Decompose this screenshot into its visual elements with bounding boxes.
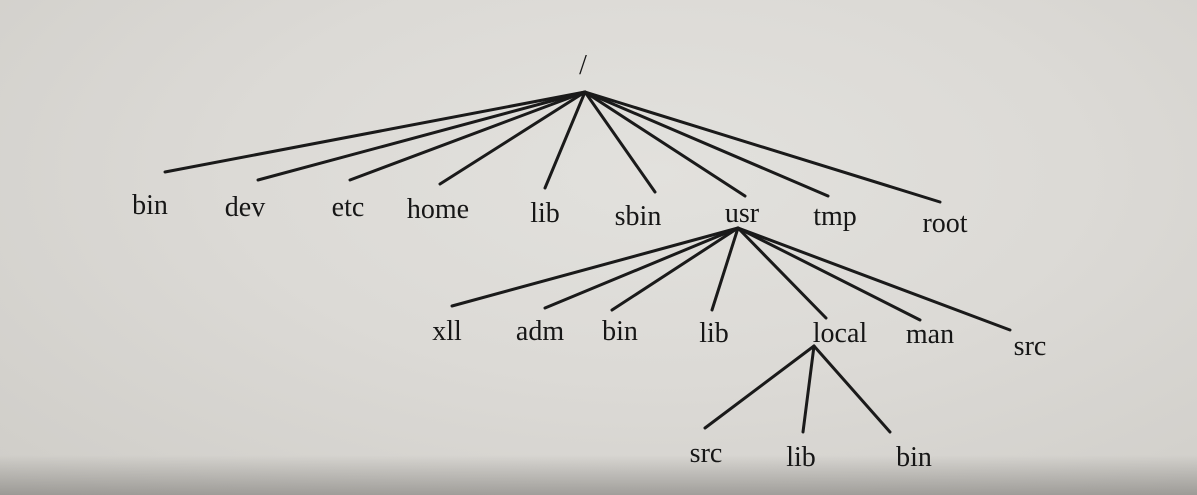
edge-root-to-home <box>438 90 587 186</box>
node-sbin: sbin <box>615 201 662 232</box>
edge-usr-to-local-4 <box>736 226 828 320</box>
node-usr-bin: bin <box>602 316 638 347</box>
node-tmp: tmp <box>813 201 857 232</box>
edge-usr-to-src-6 <box>736 226 1012 332</box>
edge-usr-to-man-5 <box>736 226 922 322</box>
node-etc: etc <box>332 192 365 223</box>
edge-local-to-lib <box>801 344 816 434</box>
node-usr-xll: xll <box>432 316 462 347</box>
tree-edges <box>163 90 1012 434</box>
edge-root-to-tmp <box>583 90 830 198</box>
edge-root-to-usr <box>583 90 747 198</box>
node-dev: dev <box>225 192 265 223</box>
edge-root-to-etc <box>348 90 587 182</box>
edge-local-to-bin <box>812 344 892 434</box>
node-root: root <box>922 208 967 239</box>
node-usr-man: man <box>906 319 954 350</box>
tree-root-label: / <box>579 50 587 81</box>
edge-usr-to-bin-2 <box>610 226 740 312</box>
node-lib: lib <box>530 198 560 229</box>
node-local-src: src <box>690 438 723 469</box>
node-usr-lib: lib <box>699 318 729 349</box>
node-bin: bin <box>132 190 168 221</box>
node-usr-adm: adm <box>516 316 564 347</box>
edge-usr-to-lib-3 <box>710 226 740 312</box>
page-edge-shadow <box>0 455 1197 495</box>
node-home: home <box>407 194 469 225</box>
edge-root-to-dev <box>256 90 587 182</box>
edge-root-to-root <box>583 90 942 204</box>
edge-root-to-sbin <box>583 90 657 194</box>
node-local-bin: bin <box>896 442 932 473</box>
edge-root-to-bin <box>163 90 587 174</box>
node-usr-src: src <box>1014 331 1047 362</box>
edge-local-to-src <box>703 344 816 430</box>
edge-root-to-lib <box>543 90 587 190</box>
node-local-lib: lib <box>786 442 816 473</box>
node-usr: usr <box>725 198 760 229</box>
edge-usr-to-adm-1 <box>543 226 740 310</box>
tree-labels: / bin dev etc home lib sbin usr xll adm bin lib loca… <box>132 50 1046 473</box>
node-usr-local: local <box>813 318 868 349</box>
edge-usr-to-xll-0 <box>450 226 740 308</box>
